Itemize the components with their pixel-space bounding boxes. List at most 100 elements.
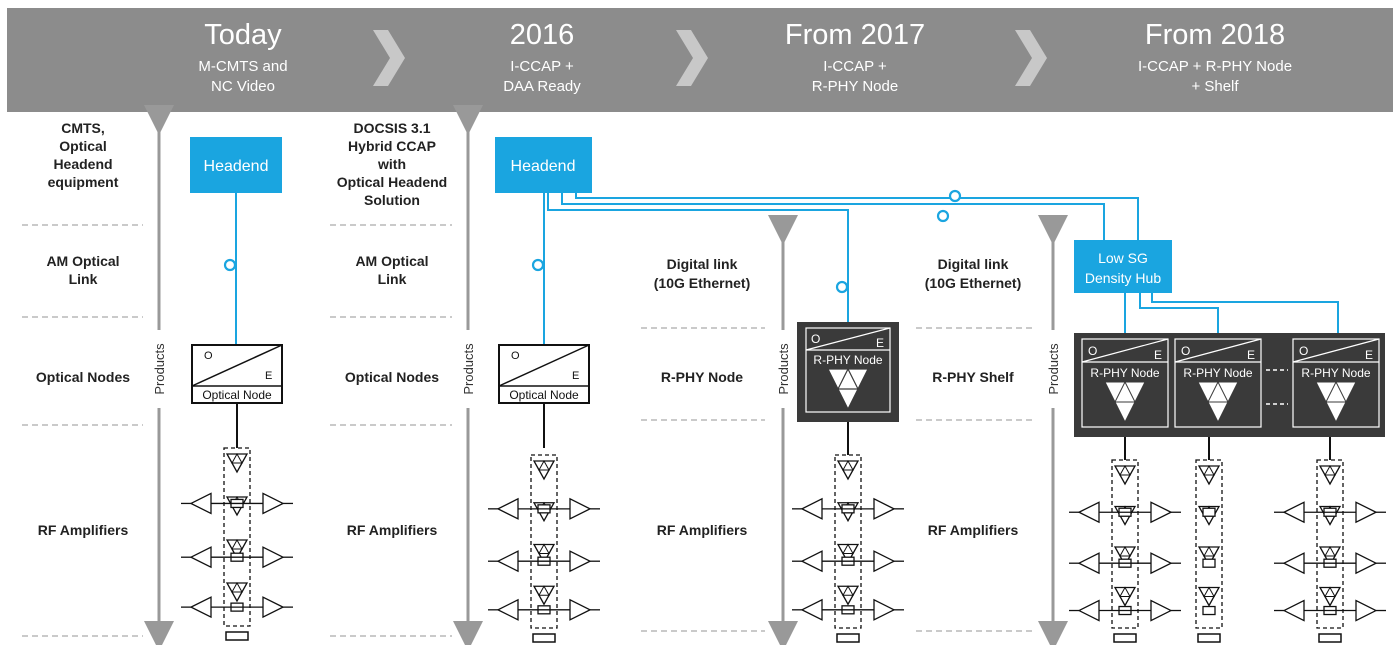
- o-label: O: [1299, 344, 1308, 358]
- e-label: E: [265, 370, 272, 382]
- row-label: DOCSIS 3.1: [353, 120, 430, 136]
- optical-node: O E Optical Node: [191, 344, 283, 404]
- coil-icon: [223, 258, 237, 272]
- amplifier-cascade: [1274, 459, 1386, 643]
- stage-title: From 2017: [785, 19, 925, 51]
- row-label: Optical Headend: [337, 174, 447, 190]
- row-label: RF Amplifiers: [38, 522, 129, 538]
- row-label: Link: [69, 271, 98, 287]
- row-label: Link: [378, 271, 407, 287]
- stage-today: Today M-CMTS and NC Video: [198, 19, 287, 95]
- row-label: AM Optical: [46, 253, 119, 269]
- amplifier-icon: [1355, 552, 1378, 575]
- amplifier-icon: [189, 492, 212, 515]
- o-label: O: [204, 350, 213, 362]
- amplifier-icon: [873, 598, 896, 621]
- amplifier-icon: [1077, 599, 1100, 622]
- row-label: AM Optical: [355, 253, 428, 269]
- row-label: CMTS,: [61, 120, 105, 136]
- amplifier-icon: [496, 598, 519, 621]
- amplifier-cascade: [792, 454, 904, 643]
- amplifier-icon: [1355, 501, 1378, 524]
- row-label: (10G Ethernet): [654, 275, 750, 291]
- amplifier-icon: [1355, 599, 1378, 622]
- stage-sub2: R-PHY Node: [812, 78, 898, 95]
- row-label: with: [377, 156, 406, 172]
- fiber-coils: [223, 189, 962, 294]
- amplifier-icon: [262, 546, 285, 569]
- rphy-shelf: O E R-PHY Node O E R-PHY Node O E R-PHY …: [1074, 333, 1385, 437]
- col2-labels: DOCSIS 3.1 Hybrid CCAP with Optical Head…: [337, 120, 447, 538]
- col3-labels: Digital link (10G Ethernet) R-PHY Node R…: [654, 256, 750, 538]
- stage-sub2: + Shelf: [1191, 78, 1239, 95]
- amplifier-cascade: [1195, 459, 1223, 643]
- amplifier-icon: [496, 497, 519, 520]
- row-label: R-PHY Shelf: [932, 369, 1014, 385]
- optical-node-label: Optical Node: [202, 388, 272, 402]
- row-label: Hybrid CCAP: [348, 138, 436, 154]
- rf-amplifier-cascades: [181, 447, 1386, 643]
- amplifier-icon: [800, 598, 823, 621]
- row-label: Headend: [53, 156, 112, 172]
- row-label: Optical: [59, 138, 106, 154]
- headend-label: Headend: [511, 158, 576, 175]
- e-label: E: [1365, 348, 1373, 362]
- e-label: E: [876, 336, 884, 350]
- o-label: O: [811, 332, 820, 346]
- rphy-node-label: R-PHY Node: [1090, 366, 1159, 380]
- e-label: E: [572, 370, 579, 382]
- hub-label-line2: Density Hub: [1085, 270, 1161, 286]
- row-label: (10G Ethernet): [925, 275, 1021, 291]
- stage-sub1: I-CCAP + R-PHY Node: [1138, 58, 1292, 75]
- amplifier-icon: [1150, 599, 1173, 622]
- stage-2016: 2016 I-CCAP + DAA Ready: [503, 19, 581, 95]
- row-label: equipment: [48, 174, 119, 190]
- row-label: RF Amplifiers: [347, 522, 438, 538]
- amplifier-cascade: [181, 447, 293, 641]
- density-hub-box: Low SG Density Hub: [1074, 240, 1172, 293]
- optical-node-label: Optical Node: [509, 388, 579, 402]
- amplifier-icon: [262, 596, 285, 619]
- stage-sub1: I-CCAP +: [823, 58, 887, 75]
- axis-label: Products: [461, 343, 476, 395]
- amplifier-icon: [873, 497, 896, 520]
- coil-icon: [936, 209, 950, 223]
- fiber-links: [235, 193, 1339, 345]
- rphy-node: O E R-PHY Node: [797, 322, 899, 422]
- amplifier-icon: [1150, 552, 1173, 575]
- stage-title: 2016: [510, 19, 575, 51]
- products-axis: Products: [1038, 215, 1068, 645]
- amplifier-icon: [496, 550, 519, 573]
- amplifier-icon: [1282, 501, 1305, 524]
- row-separators: [22, 224, 1036, 637]
- e-label: E: [1154, 348, 1162, 362]
- coil-icon: [835, 280, 849, 294]
- stage-sub2: NC Video: [211, 78, 275, 95]
- row-label: Digital link: [938, 256, 1009, 272]
- row-label: Digital link: [667, 256, 738, 272]
- stage-sub2: DAA Ready: [503, 78, 581, 95]
- stage-2017: From 2017 I-CCAP + R-PHY Node: [785, 19, 925, 95]
- stage-title: From 2018: [1145, 19, 1285, 51]
- products-axis: Products: [453, 105, 483, 645]
- row-label: Optical Nodes: [345, 369, 439, 385]
- col4-labels: Digital link (10G Ethernet) R-PHY Shelf …: [925, 256, 1021, 538]
- amplifier-icon: [873, 550, 896, 573]
- o-label: O: [1181, 344, 1190, 358]
- row-label: RF Amplifiers: [928, 522, 1019, 538]
- amplifier-icon: [800, 550, 823, 573]
- row-label: R-PHY Node: [661, 369, 743, 385]
- rphy-node-label: R-PHY Node: [1301, 366, 1370, 380]
- amplifier-icon: [800, 497, 823, 520]
- optical-node: O E Optical Node: [498, 344, 590, 404]
- axis-label: Products: [776, 343, 791, 395]
- chevron-right-icon: [1015, 30, 1047, 86]
- stage-sub1: M-CMTS and: [198, 58, 287, 75]
- amplifier-cascade: [1069, 459, 1181, 643]
- row-label: Solution: [364, 192, 420, 208]
- products-axis: Products: [144, 105, 174, 645]
- amplifier-icon: [1282, 552, 1305, 575]
- axis-label: Products: [152, 343, 167, 395]
